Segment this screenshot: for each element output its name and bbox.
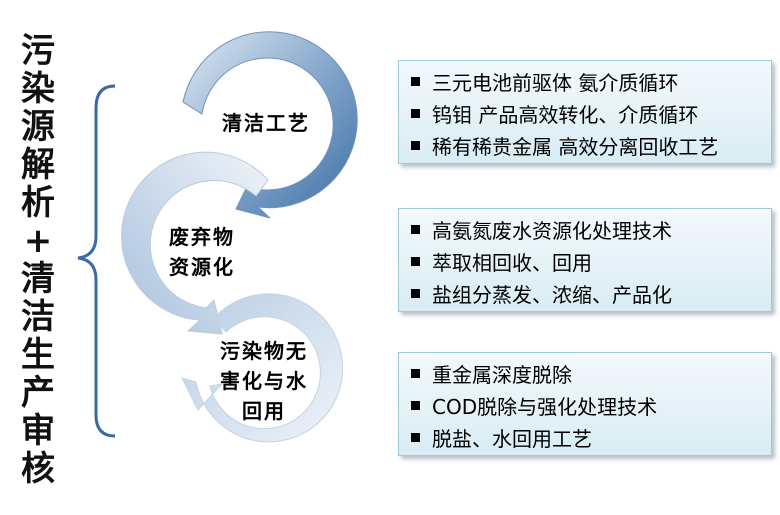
list-item: 萃取相回收、回用: [411, 245, 771, 277]
node-harmless: 污染物无 害化与水 回用: [208, 336, 320, 426]
list-item: 脱盐、水回用工艺: [411, 421, 771, 453]
list-item-text: 三元电池前驱体 氨介质循环: [432, 70, 679, 95]
cycle-arrow-2: [121, 151, 269, 335]
vertical-title: 污染源解析+清洁生产审核: [18, 32, 58, 488]
bullet-icon: [411, 224, 420, 234]
box-harmless: 重金属深度脱除 COD脱除与强化处理技术 脱盐、水回用工艺: [398, 352, 772, 456]
bullet-icon: [411, 140, 420, 150]
node-clean-process-text: 清洁工艺: [222, 111, 310, 135]
vertical-title-char: 析: [21, 183, 55, 223]
box-waste-resource: 高氨氮废水资源化处理技术 萃取相回收、回用 盐组分蒸发、浓缩、产品化: [398, 208, 772, 312]
list-item-text: COD脱除与强化处理技术: [432, 394, 658, 419]
vertical-title-char: 产: [21, 373, 55, 413]
bullet-icon: [411, 400, 420, 410]
cycle-arrow-3: [181, 293, 344, 443]
node-clean-process: 清洁工艺: [206, 108, 326, 138]
vertical-title-char: +: [23, 221, 53, 261]
node-harmless-line2: 害化与水: [220, 369, 308, 393]
bullet-icon: [411, 108, 420, 118]
vertical-title-char: 解: [21, 145, 55, 185]
vertical-title-char: 染: [21, 69, 55, 109]
vertical-title-char: 生: [21, 335, 55, 375]
list-item: 高氨氮废水资源化处理技术: [411, 213, 771, 245]
list-item: 盐组分蒸发、浓缩、产品化: [411, 277, 771, 309]
list-item: 稀有稀贵金属 高效分离回收工艺: [411, 129, 771, 161]
node-harmless-line1: 污染物无: [220, 339, 308, 363]
bullet-icon: [411, 76, 420, 86]
bullet-icon: [411, 368, 420, 378]
vertical-title-char: 核: [21, 449, 55, 489]
box-clean-process: 三元电池前驱体 氨介质循环 钨钼 产品高效转化、介质循环 稀有稀贵金属 高效分离…: [398, 60, 772, 164]
list-item-text: 高氨氮废水资源化处理技术: [432, 218, 672, 243]
list-item-text: 钨钼 产品高效转化、介质循环: [432, 102, 699, 127]
list-item: COD脱除与强化处理技术: [411, 389, 771, 421]
list-item: 钨钼 产品高效转化、介质循环: [411, 97, 771, 129]
list-item-text: 稀有稀贵金属 高效分离回收工艺: [432, 134, 719, 159]
vertical-title-char: 审: [21, 411, 55, 451]
node-waste-resource: 废弃物 资源化: [152, 222, 252, 282]
bullet-icon: [411, 256, 420, 266]
vertical-title-char: 清: [21, 259, 55, 299]
list-item: 三元电池前驱体 氨介质循环: [411, 65, 771, 97]
vertical-title-char: 污: [21, 31, 55, 71]
node-waste-resource-line1: 废弃物: [169, 225, 235, 249]
bullet-icon: [411, 432, 420, 442]
list-item-text: 重金属深度脱除: [432, 362, 572, 387]
list-item-text: 脱盐、水回用工艺: [432, 426, 592, 451]
bullet-icon: [411, 288, 420, 298]
node-harmless-line3: 回用: [242, 399, 286, 423]
vertical-title-char: 源: [21, 107, 55, 147]
cycle-arrow-1: [182, 31, 358, 219]
list-item-text: 萃取相回收、回用: [432, 250, 592, 275]
vertical-title-char: 洁: [21, 297, 55, 337]
list-item: 重金属深度脱除: [411, 357, 771, 389]
left-brace: [77, 84, 116, 438]
node-waste-resource-line2: 资源化: [169, 255, 235, 279]
list-item-text: 盐组分蒸发、浓缩、产品化: [432, 282, 672, 307]
